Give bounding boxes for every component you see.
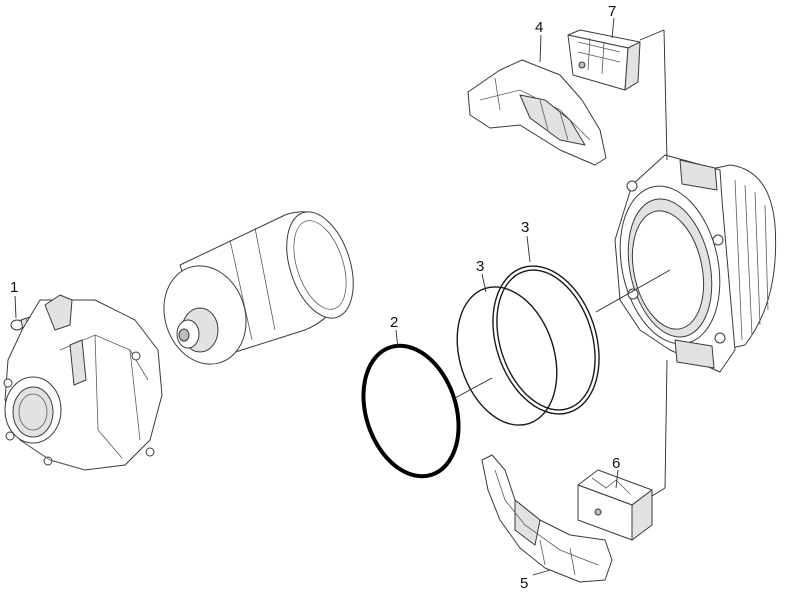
lower-brush-holder-part: [577, 469, 653, 541]
callout-4-label: 4: [535, 19, 543, 36]
assembly-lines: [454, 29, 671, 497]
callout-6-label: 6: [612, 455, 620, 472]
fan-housing-part: [614, 154, 777, 373]
callout-3-inner-label: 3: [476, 258, 484, 275]
motor-housing-part: [3, 294, 163, 471]
o-ring-outer-part: [492, 265, 600, 415]
callout-leaders: [14, 17, 619, 576]
callout-3-outer-label: 3: [521, 219, 529, 236]
lower-bracket-part: [481, 454, 613, 583]
callout-5-label: 5: [520, 575, 528, 592]
armature-part: [163, 211, 354, 365]
callout-7-label: 7: [608, 3, 616, 20]
callout-2-label: 2: [390, 314, 398, 331]
callout-1-label: 1: [10, 279, 18, 296]
upper-bracket-part: [467, 59, 607, 166]
o-ring-thick-part: [361, 343, 461, 479]
upper-brush-holder-part: [567, 29, 641, 91]
